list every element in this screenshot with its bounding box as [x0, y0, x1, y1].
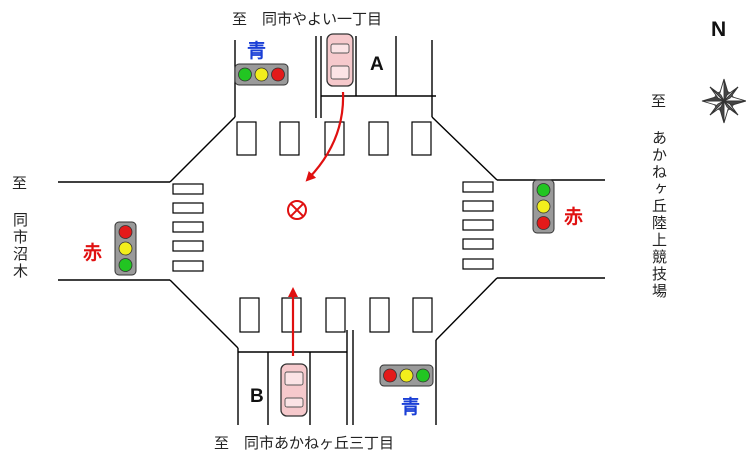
signal-south-word: 青 [401, 396, 421, 418]
west-road-label: 同市沼木 [11, 212, 29, 280]
signal-lamp-yellow [254, 67, 269, 82]
signal-lamp-yellow [118, 241, 133, 256]
south-road-label: 至 同市あかねヶ丘三丁目 [214, 434, 395, 452]
signal-lamp-green [238, 67, 252, 82]
car-b [280, 363, 308, 417]
compass-rose-icon [701, 78, 746, 124]
crosswalk-south [239, 297, 433, 333]
east-prefix-label: 至 [651, 92, 667, 110]
signal-lamp-red [118, 225, 133, 239]
signal-east-word: 赤 [564, 206, 584, 228]
car-a [326, 33, 354, 87]
crosswalk-north [236, 121, 432, 156]
car-a-label: A [370, 54, 384, 75]
signal-lamp-red [271, 67, 285, 82]
car-a-path-arrow [305, 91, 345, 182]
crosswalk-east [462, 181, 494, 270]
signal-lamp-yellow [399, 368, 414, 383]
signal-north [234, 63, 289, 86]
signal-west [114, 221, 137, 276]
signal-east [532, 179, 555, 234]
west-prefix-label: 至 [12, 174, 28, 192]
east-road-label: あかねヶ丘陸上競技場 [650, 130, 668, 300]
crosswalk-west [172, 183, 204, 272]
signal-north-word: 青 [247, 40, 267, 62]
circled-x-icon [287, 200, 307, 220]
north-road-label: 至 同市やよい一丁目 [232, 10, 383, 28]
signal-lamp-red [536, 216, 551, 230]
signal-lamp-green [536, 183, 551, 197]
signal-lamp-yellow [536, 199, 551, 214]
north-indicator: N [711, 18, 727, 41]
road-outline [58, 36, 605, 425]
signal-west-word: 赤 [83, 242, 103, 264]
signal-lamp-green [118, 258, 133, 272]
signal-lamp-green [416, 368, 430, 383]
signal-lamp-red [383, 368, 397, 383]
car-b-label: B [250, 386, 264, 407]
signal-south [379, 364, 434, 387]
